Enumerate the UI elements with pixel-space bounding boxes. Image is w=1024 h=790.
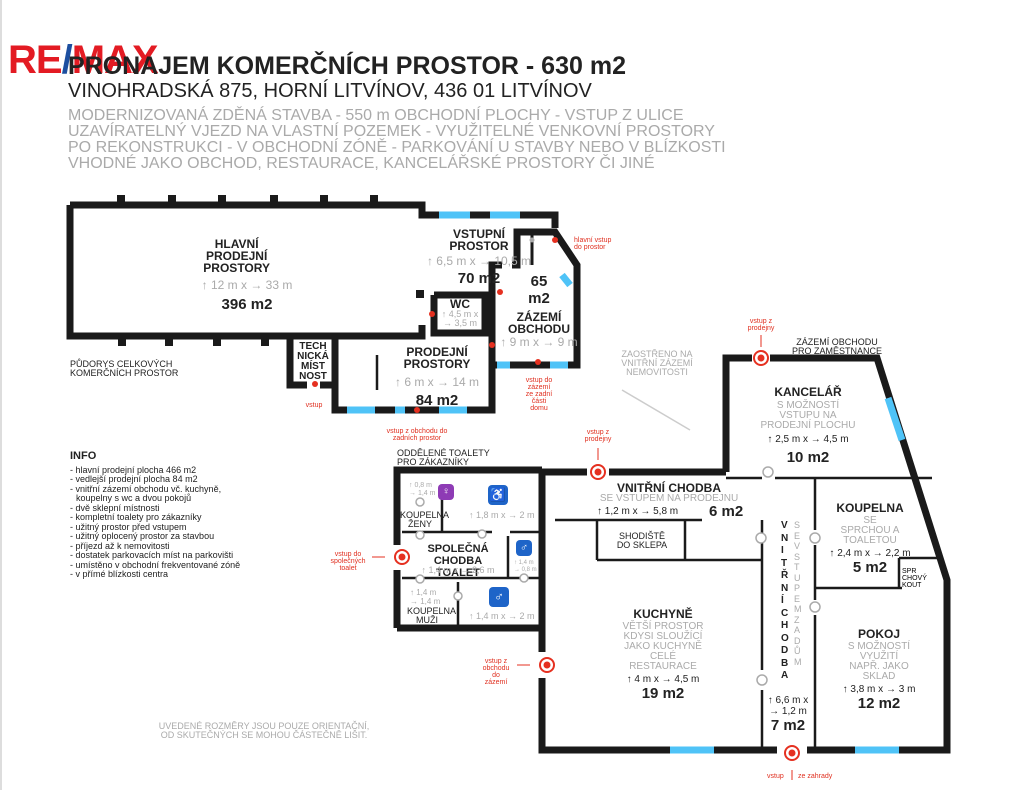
entrance-label: vstup z obchodu do zázemí: [482, 658, 510, 686]
entrance-label: vstup: [305, 402, 323, 409]
chodba-dim: ↑ 1,2 m x → 5,8 m: [597, 506, 679, 517]
wheelchair-icon: ♿: [488, 485, 508, 505]
spol-dim: ↑ 1,4 m x → 2,6 m: [421, 565, 495, 575]
room-zazemi: 65 m2 ZÁZEMÍ OBCHODU ↑ 9 m x → 9 m: [500, 273, 578, 349]
stairs-label: SHODIŠTĚ DO SKLEPA: [612, 532, 672, 550]
chodba2-sub: SE VSTUPEM ZA DŮM: [794, 520, 802, 667]
entrance-label: vstup do zázemí ze zadní části domu: [525, 377, 553, 412]
description-line: PO REKONSTRUKCI - V OBCHODNÍ ZÓNĚ - PARK…: [68, 139, 726, 156]
description-line: UZAVÍRATELNÝ VJEZD NA VLASTNÍ POZEMEK - …: [68, 123, 715, 140]
entrance-label: vstup do společných toalet: [330, 551, 366, 572]
men-restroom-icon: ♂: [516, 540, 532, 556]
page-title: PRONAJEM KOMERČNÍCH PROSTOR - 630 m2: [68, 52, 626, 80]
entrance-label: vstup z obchodu do zadních prostor: [386, 428, 448, 442]
address: VINOHRADSKÁ 875, HORNÍ LITVÍNOV, 436 01 …: [68, 80, 592, 102]
room-kuchyne: KUCHYNĚ VĚTŠÍ PROSTOR KDYSI SLOUŽÍCÍ JAK…: [622, 607, 704, 702]
zeny-name: KOUPELNA ŽENY: [400, 510, 450, 529]
zeny-dim: ↑ 0,8 m→ 1,4 m: [409, 482, 436, 497]
entrance-label: ze zahrady: [798, 773, 833, 780]
room-wc: WC↑ 4,5 m x→ 3,5 m: [441, 297, 479, 328]
entrance-label: vstup z prodejny: [747, 318, 775, 332]
room-hlavni: HLAVNÍ PRODEJNÍ PROSTORY ↑ 12 m x → 33 m…: [201, 237, 293, 313]
muz2-dim: ↑ 1,4 m x → 2 m: [469, 611, 535, 621]
room-tech: TECH NICKÁ MÍST NOST: [297, 341, 329, 382]
info-panel: INFO - hlavní prodejní plocha 466 m2- ve…: [70, 450, 241, 579]
zazemi-title: ZÁZEMÍ OBCHODU PRO ZAMĚSTNANCE: [791, 337, 882, 356]
disclaimer: UVEDENÉ ROZMĚRY JSOU POUZE ORIENTAČNÍ,OD…: [158, 721, 370, 740]
room-sprchovy: SPR CHOVÝ KOUT: [902, 568, 927, 589]
chodba2-name: VNITŘNÍ CHODBA: [781, 520, 789, 681]
room-koupelna: KOUPELNA SE SPRCHOU A TOALETOU ↑ 2,4 m x…: [829, 501, 911, 576]
entrance-label: vstup z prodejny: [584, 429, 612, 443]
men-restroom-icon: ♂: [489, 587, 509, 607]
toalety-title: ODDĚLENÉ TOALETY PRO ZÁKAZNÍKY: [397, 448, 490, 467]
remax-logo: RE/MAX: [8, 38, 159, 82]
muzi-name: KOUPELNA MUŽI: [407, 606, 457, 625]
description-line: VHODNÉ JAKO OBCHOD, RESTAURACE, KANCELÁŘ…: [68, 155, 655, 172]
chodba-area: 6 m2: [709, 503, 744, 520]
focus-note: ZAOSTŘENO NA VNITŘNÍ ZÁZEMÍ NEMOVITOSTI: [621, 349, 693, 377]
description-line: MODERNIZOVANÁ ZDĚNÁ STAVBA - 550 m OBCHO…: [68, 107, 684, 124]
room-prodejni: PRODEJNÍ PROSTORY ↑ 6 m x → 14 m 84 m2: [394, 345, 480, 409]
spol-name: SPOLEČNÁ CHODBA TOALET: [427, 543, 489, 579]
muzi-dim: ↑ 1,4 m→ 1,4 m: [410, 588, 441, 606]
plan-label: PŮDORYS CELKOVÝCH KOMERČNÍCH PROSTOR: [70, 359, 179, 378]
entrance-label: vstup: [767, 773, 784, 780]
room-vstupni: VSTUPNÍ PROSTOR ↑ 6,5 m x → 10,5 m 70 m2: [426, 227, 532, 287]
room-kancelar: KANCELÁŘ S MOŽNOSTÍ VSTUPU NA PRODEJNÍ P…: [760, 385, 856, 466]
entrance-label: hlavní vstup do prostor: [574, 237, 612, 251]
muz-small-dim: ↑ 1,4 m→ 0,8 m: [514, 560, 537, 573]
room-pokoj: POKOJ S MOŽNOSTÍ VYUŽITÍ NAPŘ. JAKO SKLA…: [842, 627, 916, 712]
women-restroom-icon: ♀: [438, 484, 454, 500]
invalid-dim: ↑ 1,8 m x → 2 m: [469, 510, 535, 520]
